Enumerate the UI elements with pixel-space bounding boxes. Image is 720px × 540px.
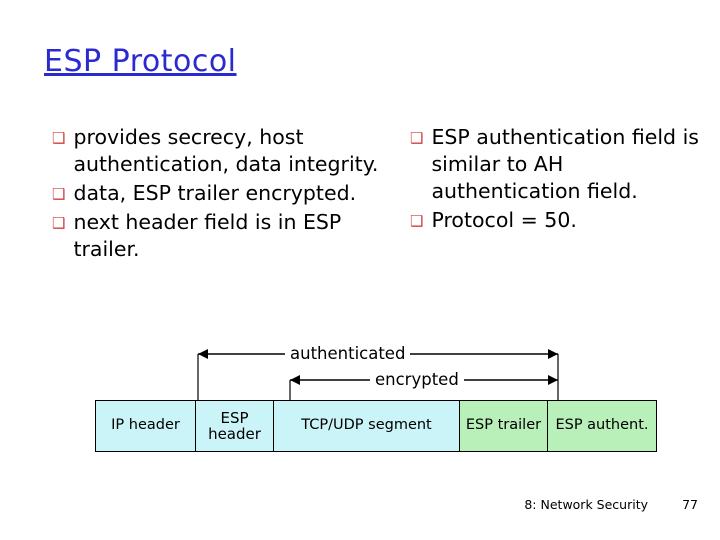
- packet-cell-tcp-udp-segment: TCP/UDP segment: [274, 401, 460, 451]
- esp-packet-diagram: authenticated encrypted IP header ESP he…: [0, 330, 720, 470]
- bullet-marker-icon: ❑: [52, 129, 66, 147]
- bullet-list-left: ❑ provides secrecy, host authentication,…: [52, 124, 412, 265]
- bullet-marker-icon: ❑: [410, 129, 424, 147]
- list-item: ❑ data, ESP trailer encrypted.: [52, 180, 412, 207]
- page-title: ESP Protocol: [44, 44, 237, 79]
- bullet-text: provides secrecy, host authentication, d…: [73, 125, 379, 177]
- packet-cell-esp-trailer: ESP trailer: [460, 401, 548, 451]
- list-item: ❑ provides secrecy, host authentication,…: [52, 124, 412, 178]
- page-number: 77: [682, 497, 698, 512]
- list-item: ❑ Protocol = 50.: [410, 207, 700, 234]
- footer-label: 8: Network Security: [524, 497, 648, 512]
- list-item: ❑ next header field is in ESP trailer.: [52, 209, 412, 263]
- bullet-text: ESP authentication field is similar to A…: [431, 125, 699, 204]
- label-authenticated: authenticated: [285, 344, 411, 363]
- bullet-text: data, ESP trailer encrypted.: [73, 181, 357, 206]
- bullet-marker-icon: ❑: [410, 212, 424, 231]
- bullet-marker-icon: ❑: [52, 185, 66, 204]
- packet-layout: IP header ESP header TCP/UDP segment ESP…: [95, 400, 657, 452]
- label-encrypted: encrypted: [370, 370, 464, 389]
- list-item: ❑ ESP authentication field is similar to…: [410, 124, 700, 205]
- packet-cell-ip-header: IP header: [96, 401, 196, 451]
- bullet-text: Protocol = 50.: [431, 208, 577, 233]
- bullet-marker-icon: ❑: [52, 214, 66, 233]
- bullet-list-right: ❑ ESP authentication field is similar to…: [410, 124, 700, 236]
- packet-cell-esp-authent: ESP authent.: [548, 401, 656, 451]
- bullet-text: next header field is in ESP trailer.: [73, 210, 342, 262]
- packet-cell-esp-header: ESP header: [196, 401, 274, 451]
